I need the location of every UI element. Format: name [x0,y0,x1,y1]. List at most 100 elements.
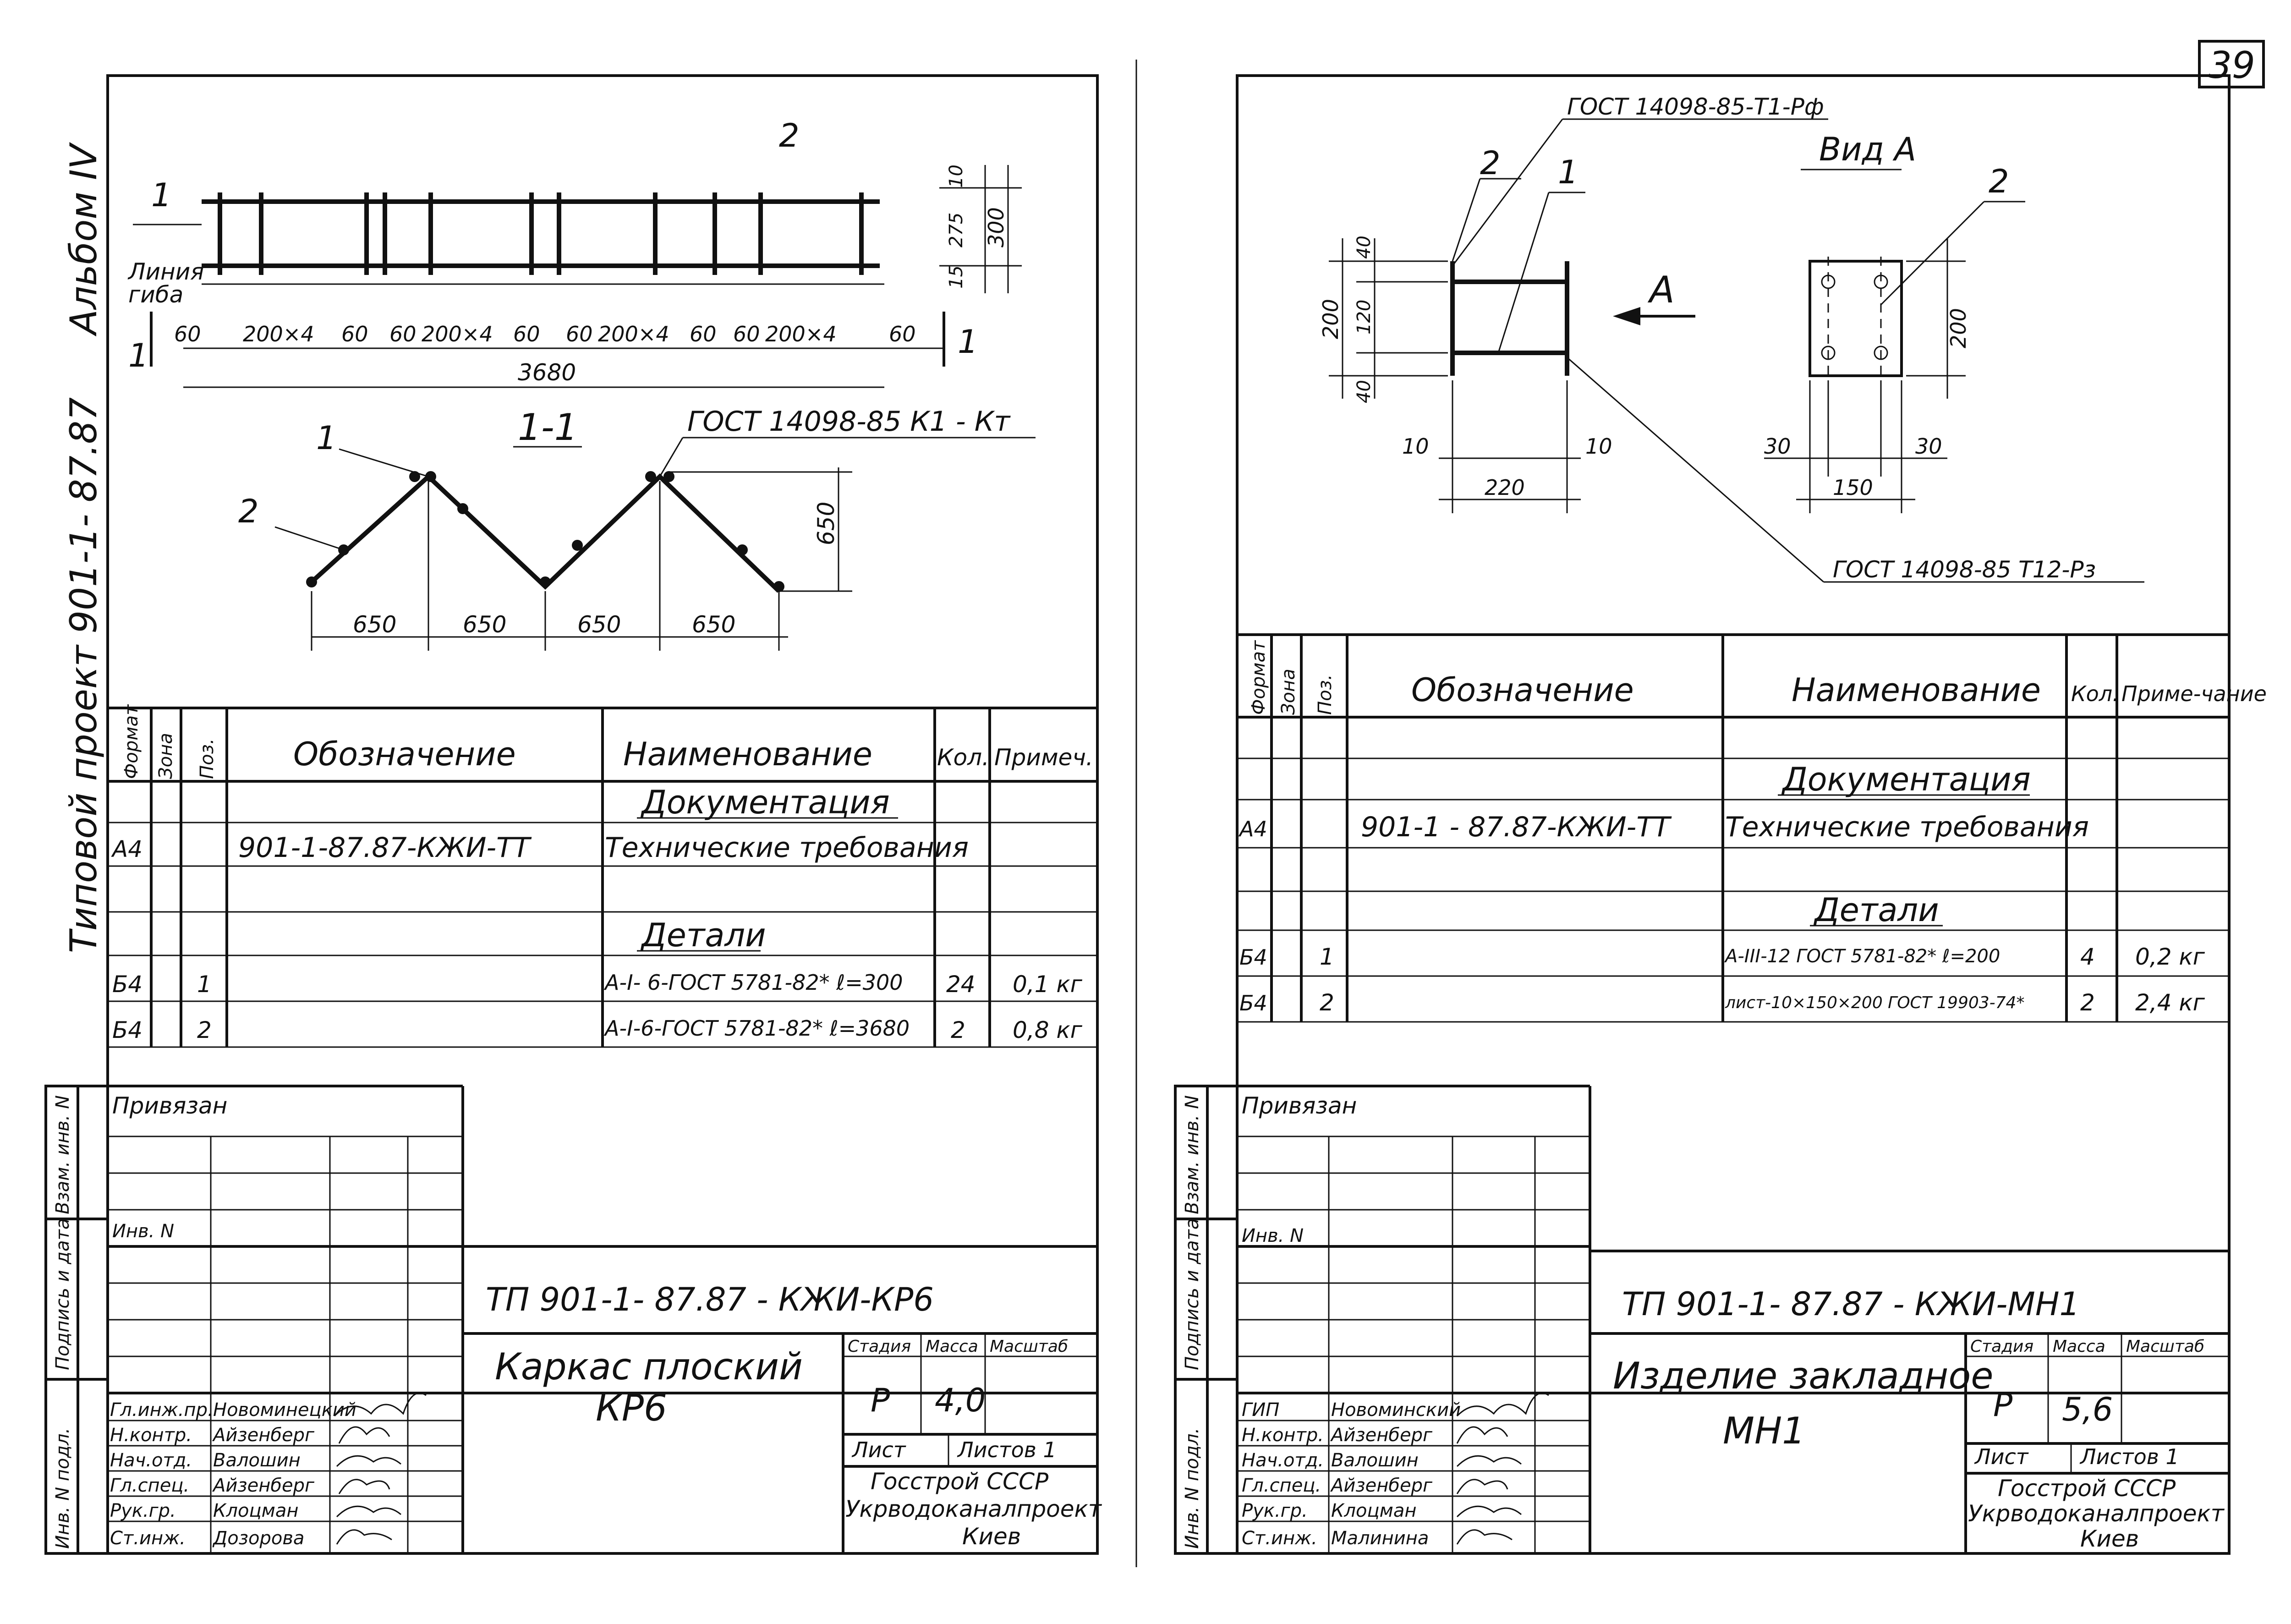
stamp-org: Госстрой СССР [871,1468,1049,1495]
dim-275: 275 [946,213,967,247]
table-cell-pos: 2 [1320,989,1334,1016]
pos-1-label: 1 [1558,154,1578,191]
col-header-name: Наименование [623,735,872,773]
signer-role: Н.контр. [110,1425,192,1446]
signer-name: Айзенберг [212,1475,315,1496]
stamp-stage: Р [1993,1386,2013,1424]
col-header-qty: Кол. [2071,681,2119,706]
dim-120: 120 [1354,300,1375,335]
view-arrow-label: А [1647,269,1675,311]
stamp-sheets-label: Листов 1 [957,1437,1057,1462]
mn1-side-view [1329,118,2144,583]
stamp-mass: 4,0 [935,1382,986,1419]
signer-role: Гл.спец. [110,1475,189,1496]
signer-role: Нач.отд. [110,1450,192,1471]
dim-300: 300 [984,207,1008,247]
stamp-inv-podl: Инв. N подл. [52,1428,73,1549]
section-pos-1: 1 [316,419,337,457]
dim-10: 10 [1585,434,1612,459]
mn1-view-a [1764,201,2025,513]
section-title: 1-1 [518,406,578,449]
stamp-mass-header: Масса [2053,1337,2105,1356]
stamp-stage: Р [871,1382,890,1419]
stamp-stage-header: Стадия [848,1337,911,1356]
col-header-pos: Поз. [1315,674,1336,715]
stamp-document-code: ТП 901-1- 87.87 - КЖИ-КР6 [486,1281,934,1318]
stamp-mass-header: Масса [926,1337,978,1356]
signatures [334,1392,427,1545]
signer-name: Валошин [1331,1450,1419,1471]
signer-role: Н.контр. [1242,1425,1324,1446]
table-cell-note: 0,8 кг [1013,1017,1083,1043]
table-cell-format: А4 [111,836,143,862]
table-cell-qty: 2 [951,1017,965,1043]
col-header-format: Формат [121,704,142,779]
dim-650: 650 [353,611,396,638]
signer-role: Гл.инж.пр. [110,1399,214,1421]
signer-name: Клоцман [213,1500,299,1521]
stamp-org: Госстрой СССР [1998,1475,2176,1502]
dim-40: 40 [1354,236,1375,259]
bend-line-label: Линия [127,258,204,285]
dim-650-height: 650 [813,502,839,545]
col-header-note: Примеч. [994,744,1093,771]
dim-60: 60 [389,322,417,346]
stamp-mass: 5,6 [2062,1391,2113,1428]
table-cell-format: Б4 [1239,945,1267,970]
col-header-designation: Обозначение [293,735,516,773]
dim-10: 10 [1402,434,1429,459]
dim-40: 40 [1354,380,1375,403]
pos-2-label: 2 [1480,144,1501,182]
stamp-scale-header: Масштаб [990,1337,1068,1356]
table-cell-pos: 2 [197,1017,212,1043]
table-cell-format: Б4 [112,1017,143,1043]
section-mark-left: 1 [128,337,149,374]
stamp-title: Изделие закладное [1613,1355,1994,1397]
dim-200x4: 200×4 [765,322,837,346]
table-cell-qty: 4 [2080,944,2095,970]
right-spec-table [1237,633,2229,1023]
stamp-inv-label: Инв. N [112,1221,174,1242]
table-row: Документация [1781,761,2031,798]
sheet-number-box [2198,40,2265,88]
dim-30: 30 [1915,434,1942,459]
right-title-block [1174,1085,2229,1555]
signer-role: Нач.отд. [1242,1450,1324,1471]
table-cell-format: Б4 [112,971,143,998]
table-row: Детали [640,916,766,954]
col-header-zone: Зона [1278,669,1299,715]
stamp-signature-date: Подпись и дата [1182,1218,1203,1370]
table-cell-name: лист-10×150×200 ГОСТ 19903-74* [1725,993,2024,1012]
stamp-sheet-label: Лист [851,1437,906,1462]
table-cell-name: А-I- 6-ГОСТ 5781-82* ℓ=300 [603,970,903,995]
stamp-vzam-inv: Взам. инв. N [1182,1095,1203,1214]
table-cell-pos: 1 [197,971,212,998]
table-cell-name: А-III-12 ГОСТ 5781-82* ℓ=200 [1724,946,2000,967]
table-cell-qty: 24 [946,971,976,998]
signer-name: Валошин [213,1450,301,1471]
left-spec-table [108,707,1097,1048]
table-cell-name: Технические требования [605,832,969,864]
weld-spec-k1: ГОСТ 14098-85 К1 - Кт [687,406,1011,438]
table-cell-format: Б4 [1239,991,1267,1015]
dim-60: 60 [174,322,201,346]
stamp-inv-podl: Инв. N подл. [1182,1428,1203,1549]
stamp-bound-label: Привязан [112,1092,227,1119]
signer-role: Рук.гр. [1242,1500,1308,1521]
dim-30: 30 [1764,434,1791,459]
stamp-title-2: МН1 [1723,1410,1805,1452]
signer-name: Айзенберг [212,1425,315,1446]
signer-name: Айзенберг [1330,1425,1433,1446]
col-header-format: Формат [1248,640,1269,715]
section-mark-right: 1 [958,323,978,361]
col-header-pos: Поз. [197,738,218,779]
signer-name: Дозорова [212,1528,304,1549]
table-cell-note: 2,4 кг [2135,989,2205,1016]
table-cell-qty: 2 [2080,989,2095,1016]
pos-1-label: 1 [151,176,172,214]
table-cell-note: 0,1 кг [1013,971,1083,998]
col-header-qty: Кол. [937,744,989,771]
weld-spec-t12: ГОСТ 14098-85 Т12-Рз [1833,556,2096,583]
dim-60: 60 [341,322,368,346]
